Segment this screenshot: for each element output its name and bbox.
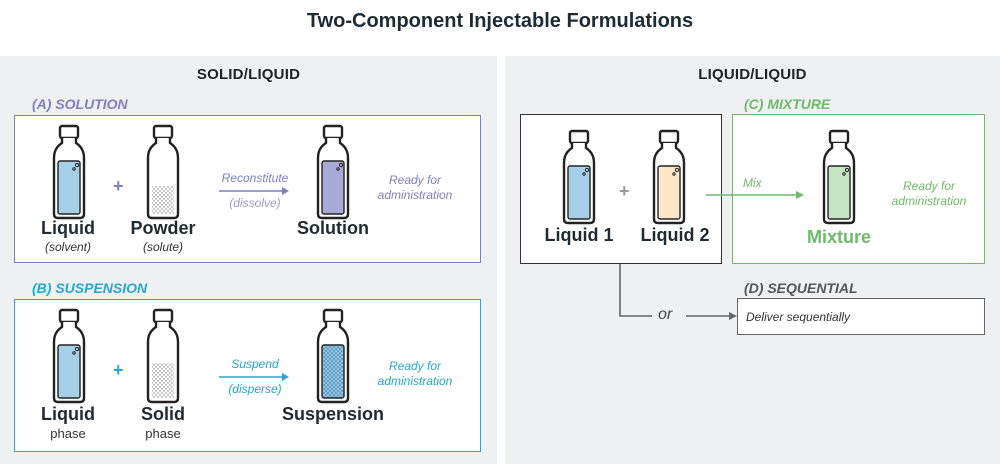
powder-label: Powder bbox=[130, 218, 196, 238]
sequential-connector-icon bbox=[619, 264, 737, 320]
plus-sign: + bbox=[113, 176, 124, 196]
mixture-section-label: (C) MIXTURE bbox=[744, 96, 831, 112]
liquid-liquid-heading: LIQUID/LIQUID bbox=[698, 66, 807, 83]
solid-phase-label: phase bbox=[145, 426, 181, 441]
solution-vial-icon bbox=[316, 124, 350, 220]
sequential-section-label: (D) SEQUENTIAL bbox=[744, 280, 858, 296]
liquid-vial-icon bbox=[52, 124, 86, 220]
plus-sign: + bbox=[113, 360, 124, 380]
suspension-ready-text: Ready for administration bbox=[377, 359, 453, 388]
solid-liquid-panel: SOLID/LIQUID (A) SOLUTION + Reconstitute bbox=[0, 56, 497, 464]
solid-phase-vial-icon bbox=[146, 308, 180, 404]
solution-ready-text: Ready for administration bbox=[377, 173, 453, 202]
solvent-label: (solvent) bbox=[44, 240, 91, 254]
liquid-1-vial-icon bbox=[562, 129, 596, 225]
suspension-box: + Suspend (disperse) bbox=[14, 299, 481, 452]
solid-liquid-heading: SOLID/LIQUID bbox=[196, 66, 301, 83]
mix-label: Mix bbox=[743, 176, 762, 190]
liquid-2-label: Liquid 2 bbox=[640, 225, 710, 245]
mixture-box: Ready for administration Mixture bbox=[732, 114, 985, 264]
solution-label: Solution bbox=[297, 218, 369, 238]
reconstitute-arrow-icon bbox=[219, 187, 289, 195]
liquid-liquid-panel: LIQUID/LIQUID + Liquid 1 Liquid 2 (C) MI… bbox=[505, 56, 1000, 464]
or-label: or bbox=[658, 306, 673, 323]
sequential-text: Deliver sequentially bbox=[746, 310, 851, 324]
dissolve-label: (dissolve) bbox=[229, 196, 281, 210]
liquid-phase-label: phase bbox=[50, 426, 86, 441]
liquid-1-label: Liquid 1 bbox=[544, 225, 614, 245]
mixture-label: Mixture bbox=[806, 227, 871, 247]
solution-section-label: (A) SOLUTION bbox=[32, 96, 128, 112]
liquid-2-vial-icon bbox=[652, 129, 686, 225]
reconstitute-label: Reconstitute bbox=[221, 171, 289, 185]
liquid-phase-vial-icon bbox=[52, 308, 86, 404]
powder-vial-icon bbox=[146, 124, 180, 220]
suspension-section-label: (B) SUSPENSION bbox=[32, 280, 148, 296]
solution-box: + Reconstitute (dissolve) Ready fo bbox=[14, 115, 481, 263]
page-title: Two-Component Injectable Formulations bbox=[306, 10, 694, 32]
liquid-label: Liquid bbox=[41, 404, 95, 424]
disperse-label: (disperse) bbox=[228, 382, 282, 396]
suspend-arrow-icon bbox=[219, 373, 289, 381]
mix-arrow-icon bbox=[706, 191, 804, 199]
plus-sign: + bbox=[619, 181, 630, 201]
sequential-box: Deliver sequentially bbox=[737, 298, 985, 335]
suspension-label: Suspension bbox=[281, 404, 384, 424]
suspend-label: Suspend bbox=[231, 357, 279, 371]
liquid-label: Liquid bbox=[41, 218, 95, 238]
solid-label: Solid bbox=[141, 404, 185, 424]
mixture-vial-icon bbox=[822, 129, 856, 225]
solute-label: (solute) bbox=[142, 240, 183, 254]
liquids-box: + Liquid 1 Liquid 2 bbox=[520, 114, 722, 264]
mixture-ready-text: Ready for administration bbox=[891, 179, 967, 208]
suspension-vial-icon bbox=[316, 308, 350, 404]
